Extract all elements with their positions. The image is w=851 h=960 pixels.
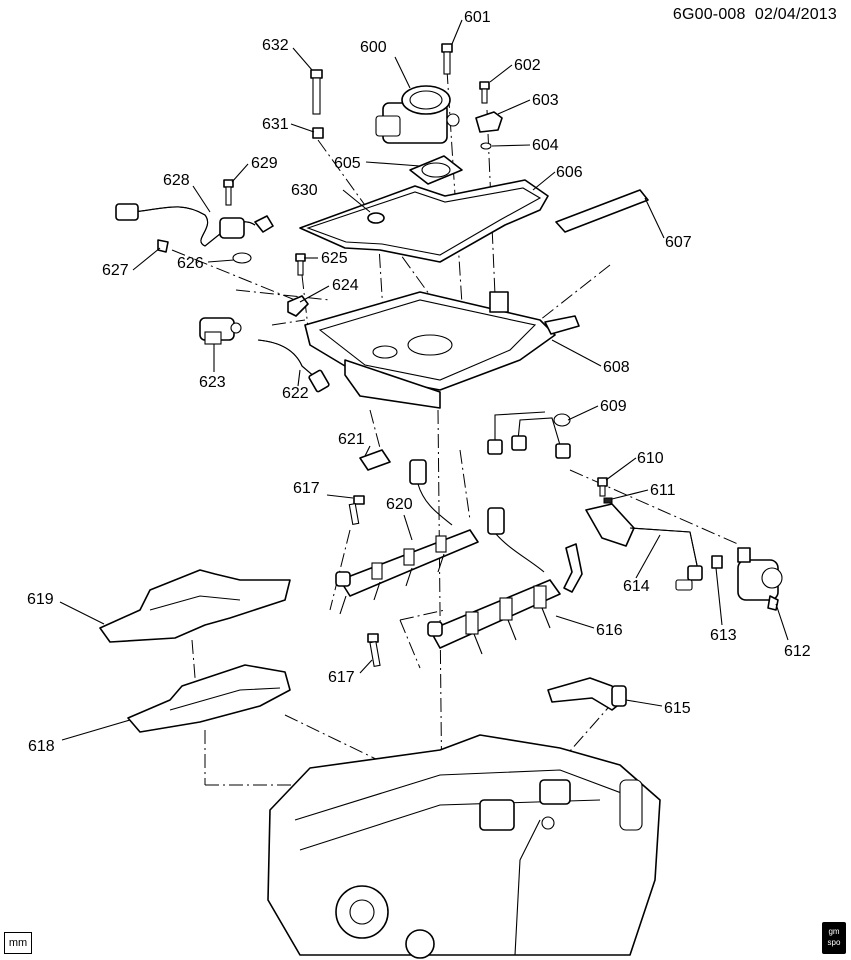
callout-616: 616 — [596, 622, 623, 639]
bolt-617-upper — [348, 495, 365, 526]
bolt-629 — [223, 179, 234, 206]
callout-627: 627 — [102, 262, 129, 279]
intake-cover-gasket — [299, 179, 549, 263]
gm-spo-logo: gm spo — [822, 922, 846, 954]
callout-620: 620 — [386, 496, 413, 513]
callout-600: 600 — [360, 39, 387, 56]
callout-601: 601 — [464, 9, 491, 26]
bracket-624 — [287, 295, 309, 317]
callout-612: 612 — [784, 643, 811, 660]
callout-625: 625 — [321, 250, 348, 267]
hose-622 — [257, 339, 330, 393]
callout-602: 602 — [514, 57, 541, 74]
callout-615: 615 — [664, 700, 691, 717]
fitting-613 — [675, 555, 723, 591]
callout-629: 629 — [251, 155, 278, 172]
seal-611 — [603, 497, 613, 504]
callout-621: 621 — [338, 431, 365, 448]
callout-labels: 600 601 602 603 604 605 606 607 608 609 … — [27, 9, 811, 755]
callout-626: 626 — [177, 255, 204, 272]
callout-606: 606 — [556, 164, 583, 181]
seal-621 — [359, 449, 391, 471]
o-ring-604 — [480, 142, 492, 150]
fuel-rail-right — [427, 507, 583, 655]
purge-valve-623 — [199, 317, 242, 345]
diagram-code: 6G00-008 — [672, 6, 746, 23]
callout-624: 624 — [332, 277, 359, 294]
throttle-gasket — [409, 155, 463, 185]
callout-631: 631 — [262, 116, 289, 133]
callout-630: 630 — [291, 182, 318, 199]
callout-622: 622 — [282, 385, 309, 402]
bolt-625 — [295, 253, 306, 276]
callout-617-upper: 617 — [293, 480, 320, 497]
seal-strip-607 — [555, 189, 649, 233]
o-ring-626 — [232, 252, 252, 264]
callout-617-lower: 617 — [328, 669, 355, 686]
bolt-617-lower — [367, 633, 381, 667]
callout-623: 623 — [199, 374, 226, 391]
callout-607: 607 — [665, 234, 692, 251]
callout-610: 610 — [637, 450, 664, 467]
clip-627 — [157, 239, 169, 253]
bolt-632 — [310, 69, 323, 115]
callout-603: 603 — [532, 92, 559, 109]
plug-630 — [367, 212, 385, 224]
engine-block — [267, 734, 661, 959]
callout-619: 619 — [27, 591, 54, 608]
callout-632: 632 — [262, 37, 289, 54]
callout-614: 614 — [623, 578, 650, 595]
unit-label-badge: mm — [4, 932, 32, 954]
callout-604: 604 — [532, 137, 559, 154]
intake-manifold — [304, 291, 580, 409]
callout-618: 618 — [28, 738, 55, 755]
spacer-631 — [312, 127, 324, 139]
leader-lines — [59, 19, 789, 741]
cover-619 — [99, 569, 291, 643]
hose-628 — [115, 203, 274, 247]
hose-615 — [547, 677, 627, 711]
callout-608: 608 — [603, 359, 630, 376]
cover-618 — [127, 664, 291, 733]
sensor-603 — [475, 111, 503, 133]
fuel-rail-left — [335, 459, 479, 615]
throttle-body — [375, 85, 460, 144]
pipe-614 — [585, 503, 703, 581]
callout-609: 609 — [600, 398, 627, 415]
bolt-601 — [441, 43, 453, 75]
diagram-date: 02/04/2013 — [754, 6, 837, 23]
fuel-lines-609 — [487, 411, 571, 459]
callout-613: 613 — [710, 627, 737, 644]
bolt-602 — [479, 81, 490, 104]
bolt-610 — [597, 477, 608, 497]
diagram-header: 6G00-008 02/04/2013 — [673, 6, 837, 24]
callout-605: 605 — [334, 155, 361, 172]
callout-611: 611 — [650, 482, 676, 499]
fuel-pump-612 — [737, 547, 783, 611]
callout-628: 628 — [163, 172, 190, 189]
